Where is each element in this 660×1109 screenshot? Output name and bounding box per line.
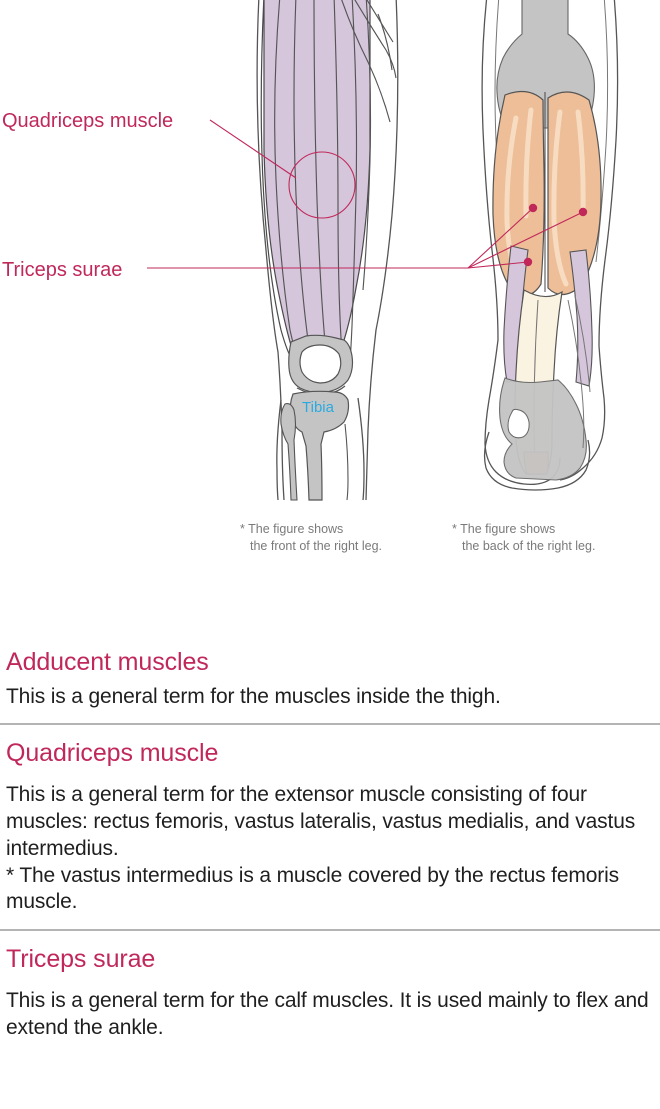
quadriceps-highlight-circle	[288, 151, 356, 219]
figure-caption-right: * The figure shows the back of the right…	[452, 522, 595, 553]
right-leg-skin-outline	[481, 0, 619, 486]
gastrocnemius-lateral-head	[547, 91, 602, 296]
section-adducent-muscles: Adducent muscles This is a general term …	[0, 600, 660, 710]
section-body-quadriceps: This is a general term for the extensor …	[6, 782, 636, 914]
figure-caption-left: * The figure shows the front of the righ…	[240, 522, 382, 553]
right-shin-outline	[567, 295, 591, 449]
section-quadriceps-muscle: Quadriceps muscle This is a general term…	[0, 739, 660, 916]
left-leg-skin-outline	[256, 0, 399, 501]
triceps-leader-branch-2	[467, 211, 584, 269]
triceps-leader-branch-1	[467, 207, 534, 269]
triceps-dot-3	[523, 257, 533, 267]
calcaneus-tarsal-bones	[499, 377, 587, 481]
quadriceps-muscle-label: Quadriceps muscle	[2, 110, 173, 132]
left-leg-front-view: Tibia	[256, 0, 399, 501]
left-thigh-diagonal-fibers	[341, 0, 397, 123]
left-shin-outline	[276, 397, 365, 501]
section-body-triceps-surae: This is a general term for the calf musc…	[6, 988, 649, 1039]
caption-right-line2: the back of the right leg.	[462, 539, 595, 553]
soleus-lateral-strip	[569, 249, 593, 387]
malleolus-detail	[507, 408, 530, 439]
anatomy-figure: Tibia	[2, 0, 619, 553]
section-triceps-surae: Triceps surae This is a general term for…	[0, 945, 660, 1041]
tibia-label: Tibia	[302, 399, 335, 416]
annotation-leaders	[147, 119, 584, 269]
section-body-adducent: This is a general term for the muscles i…	[6, 684, 501, 708]
ankle-heel-bones	[483, 377, 591, 491]
section-divider-2	[0, 929, 660, 932]
annotation-dots	[523, 203, 588, 267]
triceps-leader-branch-3	[467, 261, 529, 269]
caption-left-line1: * The figure shows	[240, 522, 343, 536]
heel-outline	[483, 431, 591, 491]
caption-left-line2: the front of the right leg.	[250, 539, 382, 553]
triceps-dot-2	[578, 207, 588, 217]
quadriceps-leader-line	[209, 119, 297, 179]
left-knee-bones	[280, 334, 354, 501]
glossary-sections: Adducent muscles This is a general term …	[0, 600, 660, 1042]
lower-leg-bone-edge	[344, 423, 349, 501]
gastrocnemius-lateral-highlights	[551, 109, 586, 287]
patella	[299, 344, 342, 384]
section-divider-1	[0, 723, 660, 726]
right-leg-back-view	[481, 0, 619, 491]
section-heading-triceps-surae: Triceps surae	[6, 945, 156, 974]
caption-right-line1: * The figure shows	[452, 522, 555, 536]
gastrocnemius-medial-head	[492, 90, 545, 297]
triceps-dot-1	[528, 203, 538, 213]
triceps-surae-label: Triceps surae	[2, 259, 122, 281]
left-thigh-lateral-band	[260, 0, 292, 359]
section-heading-adducent: Adducent muscles	[6, 648, 209, 676]
fibula-bone	[280, 403, 298, 501]
section-heading-quadriceps: Quadriceps muscle	[6, 739, 219, 768]
